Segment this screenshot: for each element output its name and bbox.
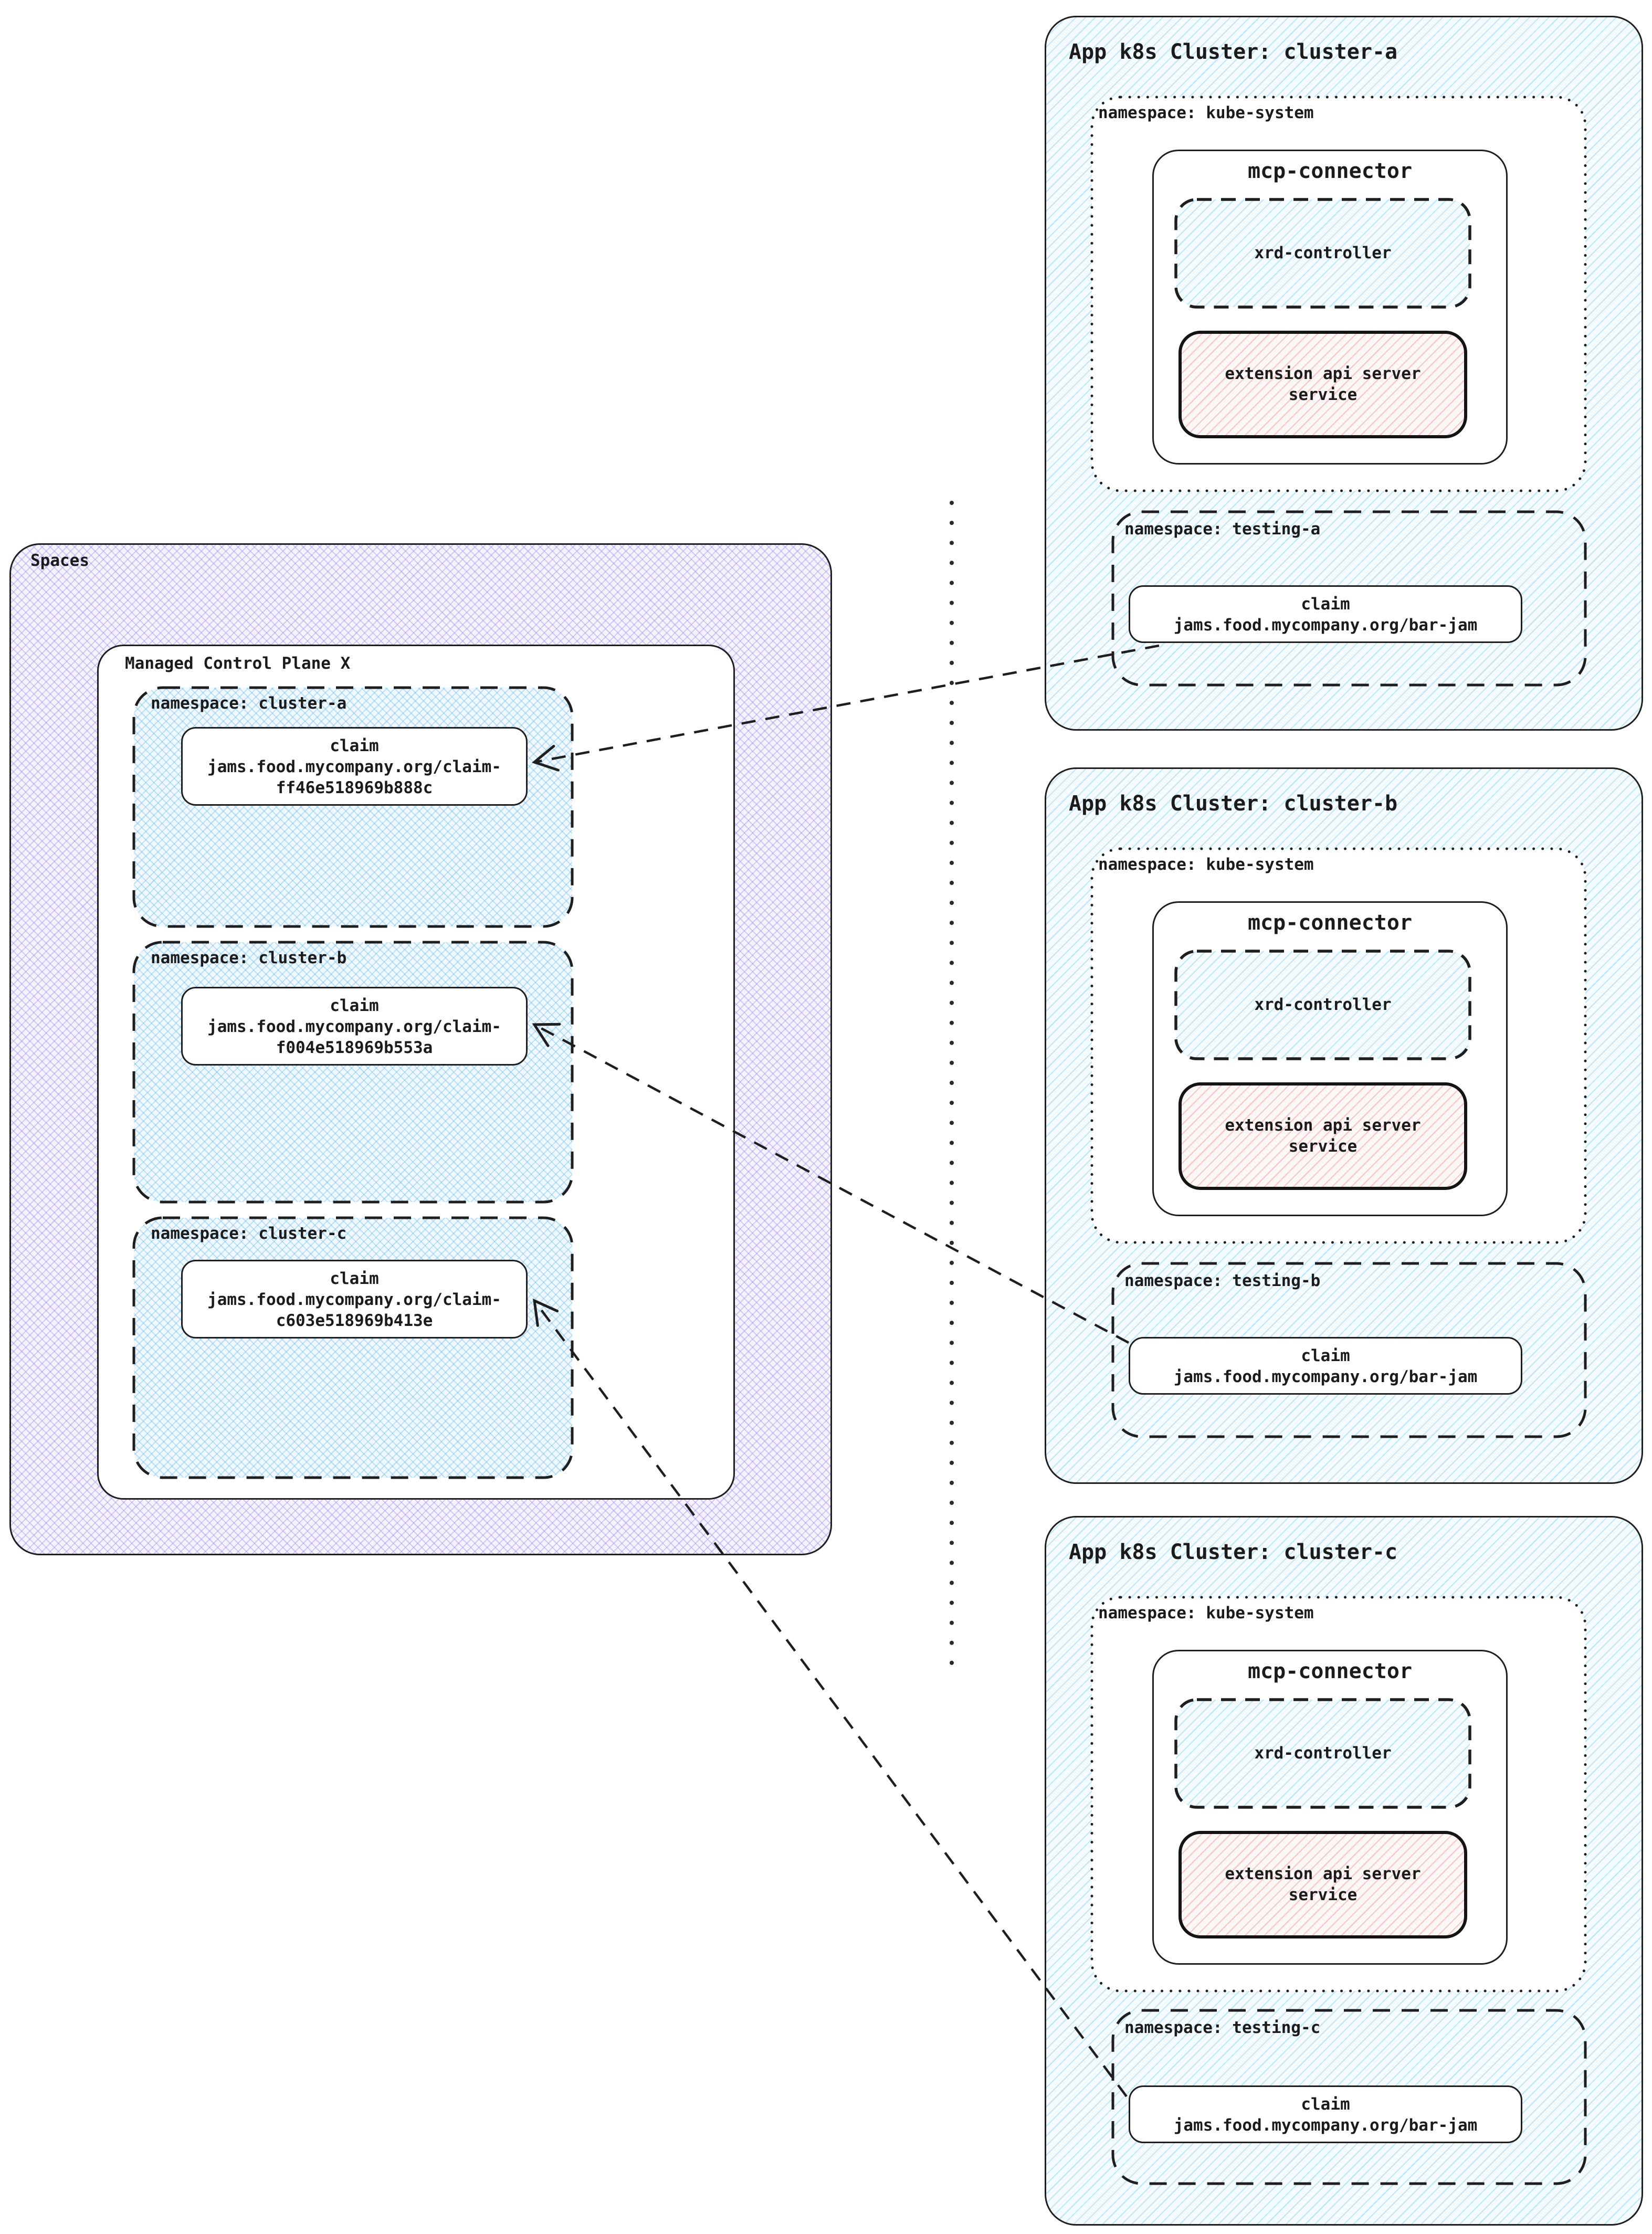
cluster-c-extension-line1: extension api server	[1225, 1864, 1421, 1883]
namespace-cluster-c-box	[134, 1218, 572, 1478]
cluster-a-kube-system-label: namespace: kube-system	[1098, 103, 1314, 122]
namespace-cluster-b-label: namespace: cluster-b	[151, 949, 347, 967]
spaces-title: Spaces	[30, 551, 89, 570]
cluster-c-testing-label: namespace: testing-c	[1124, 2018, 1321, 2037]
cluster-a-extension-line1: extension api server	[1225, 364, 1421, 383]
namespace-cluster-c-label: namespace: cluster-c	[151, 1224, 347, 1243]
claim-cluster-a-title: claim	[330, 736, 379, 755]
cluster-c-extension-line2: service	[1288, 1885, 1358, 1904]
claim-cluster-b-title: claim	[330, 996, 379, 1015]
claim-cluster-c-line2: c603e518969b413e	[276, 1311, 433, 1330]
cluster-a-testing-label: namespace: testing-a	[1124, 520, 1321, 539]
cluster-c-kube-system-label: namespace: kube-system	[1098, 1604, 1314, 1622]
cluster-b-kube-system-label: namespace: kube-system	[1098, 855, 1314, 874]
cluster-b-mcp-connector-title: mcp-connector	[1247, 911, 1413, 935]
claim-cluster-a-line1: jams.food.mycompany.org/claim-	[207, 757, 501, 776]
cluster-a-extension-api-server-box: extension api server service	[1179, 331, 1467, 438]
claim-cluster-b-line1: jams.food.mycompany.org/claim-	[207, 1017, 501, 1036]
namespace-cluster-b-box	[134, 942, 572, 1202]
cluster-b-testing-claim-title: claim	[1301, 1346, 1350, 1365]
cluster-b-testing-claim-box: claim jams.food.mycompany.org/bar-jam	[1129, 1337, 1522, 1395]
claim-cluster-a-box: claim jams.food.mycompany.org/claim- ff4…	[181, 727, 528, 806]
cluster-b-testing-label: namespace: testing-b	[1124, 1271, 1321, 1290]
cluster-c-xrd-controller-box: xrd-controller	[1176, 1700, 1470, 1807]
cluster-a-xrd-controller-box: xrd-controller	[1176, 199, 1470, 307]
cluster-b-extension-api-server-box: extension api server service	[1179, 1082, 1467, 1190]
cluster-c-testing-claim-title: claim	[1301, 2095, 1350, 2114]
cluster-b-title: App k8s Cluster: cluster-b	[1069, 792, 1398, 816]
cluster-b-testing-claim-value: jams.food.mycompany.org/bar-jam	[1173, 1367, 1478, 1386]
cluster-c-title: App k8s Cluster: cluster-c	[1069, 1540, 1398, 1564]
cluster-a-testing-claim-title: claim	[1301, 595, 1350, 614]
claim-cluster-c-box: claim jams.food.mycompany.org/claim- c60…	[181, 1260, 528, 1339]
cluster-c-mcp-connector-title: mcp-connector	[1247, 1659, 1413, 1683]
cluster-b-extension-line1: extension api server	[1225, 1116, 1421, 1135]
namespace-cluster-a-label: namespace: cluster-a	[151, 694, 347, 713]
cluster-b-extension-line2: service	[1288, 1137, 1358, 1156]
cluster-c-testing-claim-box: claim jams.food.mycompany.org/bar-jam	[1129, 2085, 1522, 2143]
cluster-a-extension-line2: service	[1288, 385, 1358, 404]
cluster-a-mcp-connector-title: mcp-connector	[1247, 159, 1413, 183]
cluster-a-testing-claim-value: jams.food.mycompany.org/bar-jam	[1173, 616, 1478, 635]
cluster-a-title: App k8s Cluster: cluster-a	[1069, 40, 1398, 64]
claim-cluster-b-box: claim jams.food.mycompany.org/claim- f00…	[181, 987, 528, 1066]
cluster-a-testing-claim-box: claim jams.food.mycompany.org/bar-jam	[1129, 585, 1522, 643]
cluster-b-xrd-controller-box: xrd-controller	[1176, 951, 1470, 1059]
claim-cluster-c-title: claim	[330, 1269, 379, 1288]
claim-cluster-b-line2: f004e518969b553a	[276, 1038, 433, 1057]
claim-cluster-a-line2: ff46e518969b888c	[276, 778, 433, 797]
claim-cluster-c-line1: jams.food.mycompany.org/claim-	[207, 1290, 501, 1309]
cluster-c-extension-api-server-box: extension api server service	[1179, 1831, 1467, 1938]
namespace-cluster-a-box	[134, 688, 572, 926]
managed-control-plane-title: Managed Control Plane X	[125, 654, 351, 673]
cluster-c-testing-claim-value: jams.food.mycompany.org/bar-jam	[1173, 2116, 1478, 2135]
